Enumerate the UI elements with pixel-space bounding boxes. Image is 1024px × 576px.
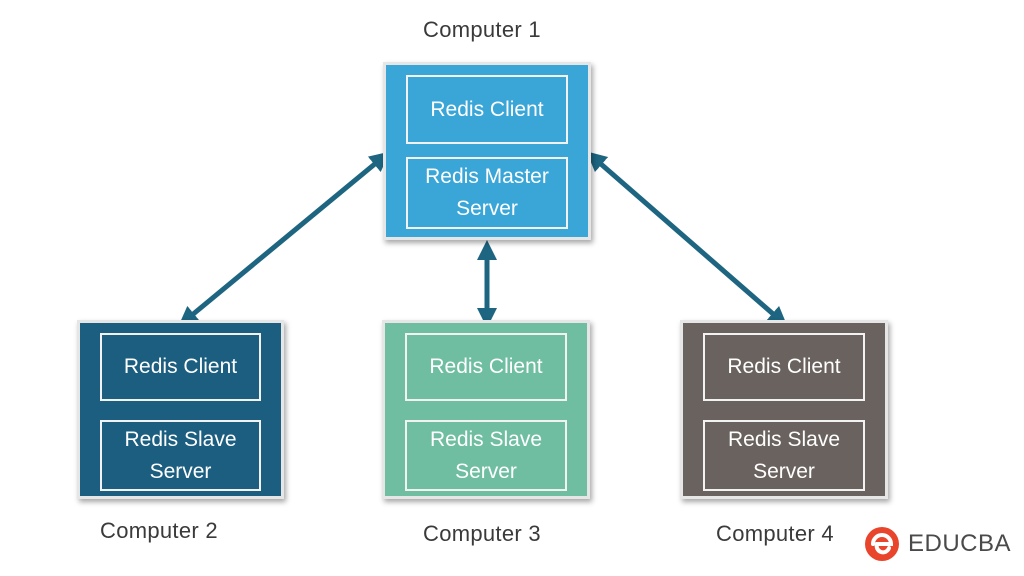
computer-2-redis-client: Redis Client [100,333,261,401]
computer-4-redis-client: Redis Client [703,333,865,401]
computer-2-label: Computer 2 [100,518,218,543]
computer-2-box: Redis Client Redis Slave Server [77,320,284,499]
arrow-computer-1-to-computer-4 [586,151,788,327]
computer-3-redis-slave-server: Redis Slave Server [405,420,567,491]
educba-logo-text: EDUCBA [908,530,1012,557]
computer-4-box: Redis Client Redis Slave Server [680,320,888,499]
computer-3-box: Redis Client Redis Slave Server [382,320,590,499]
computer-1-redis-master-server: Redis Master Server [406,157,568,229]
computer-1-box: Redis Client Redis Master Server [383,62,591,240]
computer-3-redis-client: Redis Client [405,333,567,401]
educba-logo-icon [865,527,899,561]
arrow-computer-1-to-computer-2 [178,151,390,327]
computer-1-redis-client: Redis Client [406,75,568,144]
computer-2-redis-slave-server: Redis Slave Server [100,420,261,491]
computer-1-label: Computer 1 [423,17,541,42]
educba-logo: EDUCBA [864,526,1011,562]
computer-3-label: Computer 3 [423,521,541,546]
computer-4-redis-slave-server: Redis Slave Server [703,420,865,491]
computer-4-label: Computer 4 [716,521,834,546]
